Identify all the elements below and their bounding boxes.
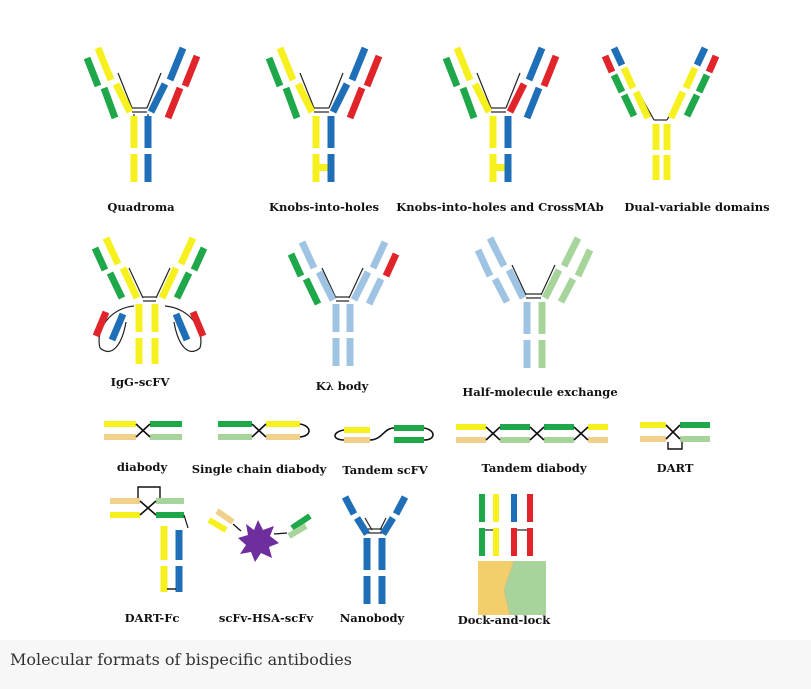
k-lambda-body-diagram (287, 240, 400, 366)
dart-diagram (640, 422, 710, 450)
half-molecule-exchange-label: Half-molecule exchange (462, 385, 617, 399)
igg-scfv-diagram (91, 236, 208, 364)
diabody-diagram (104, 421, 182, 440)
dual-variable-domains-diagram (601, 46, 720, 180)
dock-and-lock-label: Dock-and-lock (458, 613, 552, 627)
dart-fc-label: DART-Fc (125, 611, 180, 625)
dual-variable-domains-label: Dual-variable domains (624, 200, 769, 214)
dart-fc-diagram (110, 486, 189, 592)
k-lambda-body-label: Kλ body (316, 379, 369, 393)
single-chain-diabody-label: Single chain diabody (192, 462, 327, 476)
quadroma-label: Quadroma (107, 200, 175, 214)
dock-and-lock-diagram (478, 494, 546, 616)
nanobody-label: Nanobody (340, 611, 405, 625)
half-molecule-exchange-diagram (474, 236, 594, 368)
crossmab-label: Knobs-into-holes and CrossMAb (396, 200, 603, 214)
nanobody-diagram (341, 495, 409, 604)
knobs-into-holes-diagram (265, 46, 383, 182)
quadroma-diagram (83, 46, 201, 182)
scfv-hsa-scfv-diagram (207, 508, 312, 562)
tandem-scfv-diagram (334, 425, 434, 443)
scfv-hsa-scfv-label: scFv-HSA-scFv (219, 611, 314, 625)
bispecific-formats-figure: Quadroma Knobs-into-holes Knobs-into-hol… (83, 46, 770, 627)
dart-label: DART (657, 461, 694, 475)
single-chain-diabody-diagram (218, 421, 310, 440)
tandem-diabody-diagram (456, 424, 608, 443)
tandem-diabody-label: Tandem diabody (481, 461, 586, 475)
igg-scfv-label: IgG-scFV (111, 375, 171, 389)
diabody-label: diabody (117, 460, 168, 474)
crossmab-diagram (442, 46, 560, 182)
figure-caption: Molecular formats of bispecific antibodi… (10, 650, 352, 669)
tandem-scfv-label: Tandem scFV (342, 463, 428, 477)
knobs-into-holes-label: Knobs-into-holes (269, 200, 379, 214)
